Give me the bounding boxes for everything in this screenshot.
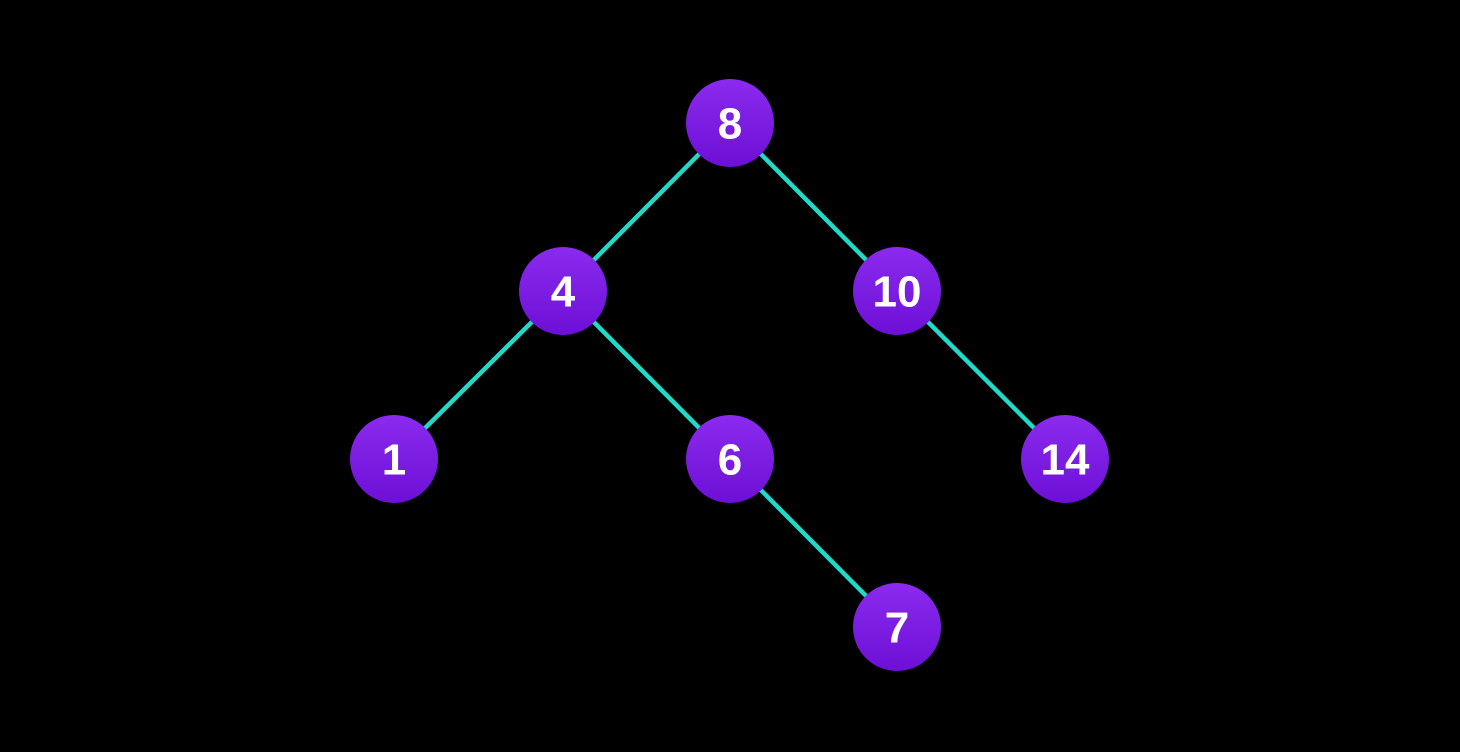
tree-node: 4 <box>519 247 607 335</box>
tree-nodes: 84 10 1 6 14 7 <box>350 79 1109 671</box>
tree-node-circle <box>1021 415 1109 503</box>
tree-node: 7 <box>853 583 941 671</box>
tree-node-circle <box>350 415 438 503</box>
tree-node-circle <box>853 583 941 671</box>
tree-node-circle <box>519 247 607 335</box>
tree-node-circle <box>686 415 774 503</box>
tree-node: 10 <box>853 247 941 335</box>
tree-node: 6 <box>686 415 774 503</box>
tree-edges <box>391 120 1068 630</box>
tree-node-circle <box>853 247 941 335</box>
tree-node-circle <box>686 79 774 167</box>
tree-node: 14 <box>1021 415 1109 503</box>
tree-node: 1 <box>350 415 438 503</box>
tree-node: 8 <box>686 79 774 167</box>
